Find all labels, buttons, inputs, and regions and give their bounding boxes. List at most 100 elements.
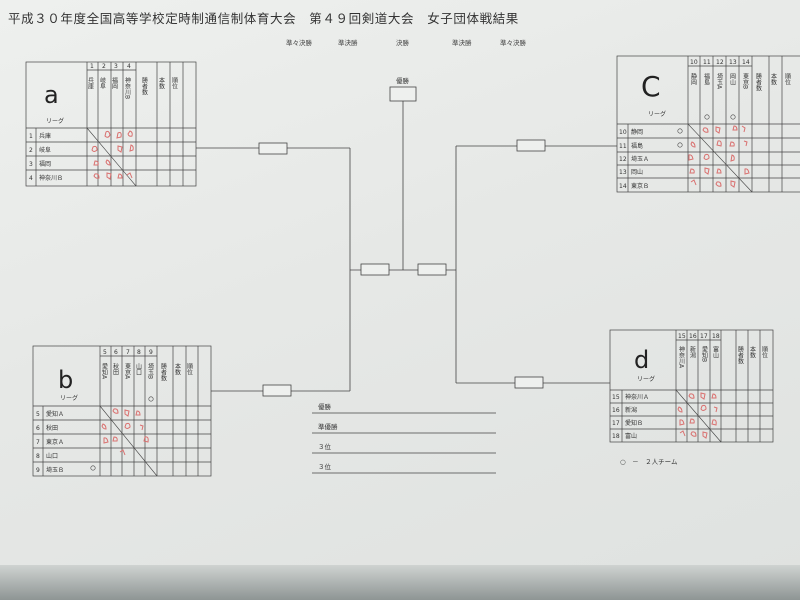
league-b-row-name: 愛知Ａ	[46, 410, 64, 418]
league-a-row-name: 神奈川Ｂ	[39, 174, 63, 182]
league-d-label: リーグ	[637, 375, 655, 383]
league-b-row-no: 8	[36, 453, 40, 460]
league-b-col-name: 山口	[135, 362, 142, 376]
league-d-row-name: 愛知Ｂ	[625, 419, 643, 427]
league-a-row-4: 4 神奈川Ｂ	[29, 174, 63, 182]
league-d-col-18: 18 富山	[712, 333, 720, 359]
league-d-row-16: 16 新潟	[612, 406, 637, 414]
league-c-col-name: 福島	[703, 72, 710, 86]
tournament-bracket	[196, 86, 617, 397]
league-b-col-name: 愛知A	[101, 362, 108, 380]
league-b-col-8: 8 山口	[135, 349, 142, 376]
two-person-team-mark	[730, 114, 736, 120]
two-person-team-mark	[90, 465, 96, 471]
league-b-row-name: 東京Ａ	[46, 438, 64, 446]
league-d-col-name: 愛知B	[701, 345, 708, 362]
round-label-right-quarterfinal: 準々決勝	[500, 39, 526, 47]
league-a-handwritten-marks	[91, 130, 134, 180]
league-a-col-name: 神奈川B	[124, 76, 131, 99]
result-third-place-label: ３位	[318, 463, 331, 471]
league-c-row-11: 11 福島	[619, 142, 683, 150]
league-b-row-name: 秋田	[46, 424, 58, 432]
league-c-col-12: 12 埼玉A	[716, 59, 724, 90]
league-c-table	[616, 55, 800, 193]
league-b-col-no: 9	[149, 349, 153, 356]
result-third-place-label: ３位	[318, 443, 331, 451]
league-d-row-15: 15 神奈川Ａ	[612, 393, 649, 401]
league-a-col-4: 4 神奈川B	[124, 63, 132, 99]
league-c-col-name: 埼玉A	[716, 72, 723, 90]
league-d-row-no: 16	[612, 407, 620, 414]
league-a-row-no: 2	[29, 147, 33, 154]
league-b-row-no: 7	[36, 439, 40, 446]
league-b-row-7: 7 東京Ａ	[36, 438, 64, 446]
league-b-row-5: 5 愛知Ａ	[36, 410, 64, 418]
two-person-team-mark	[677, 142, 683, 148]
league-c-label: リーグ	[648, 110, 666, 118]
league-b-row-no: 6	[36, 425, 40, 432]
page-title: 平成３０年度全国高等学校定時制通信制体育大会 第４９回剣道大会 女子団体戦結果	[8, 11, 519, 26]
results-lines	[312, 412, 496, 474]
league-a-row-3: 3 福岡	[29, 160, 51, 168]
league-b-col-no: 6	[114, 349, 118, 356]
league-d-header-points: 本数	[749, 345, 756, 359]
final-winner-label: 優勝	[396, 76, 410, 85]
league-d-col-no: 18	[712, 333, 720, 340]
league-c-col-no: 14	[742, 59, 750, 66]
league-a-col-no: 4	[127, 63, 131, 70]
league-a-row-no: 1	[29, 133, 33, 140]
league-c-col-no: 10	[690, 59, 698, 66]
league-a-header-rank: 順位	[171, 77, 178, 89]
league-d-handwritten-marks	[677, 392, 718, 439]
league-c-row-name: 福島	[631, 142, 643, 150]
league-c-row-name: 東京Ｂ	[631, 182, 649, 190]
league-d-row-18: 18 富山	[612, 432, 637, 440]
league-a-col-no: 1	[90, 63, 94, 70]
league-d-col-16: 16 新潟	[689, 333, 697, 359]
league-c-col-no: 13	[729, 59, 737, 66]
league-b-row-8: 8 山口	[36, 452, 58, 460]
league-c-row-no: 10	[619, 129, 627, 136]
two-person-team-mark	[704, 114, 710, 120]
league-c-row-no: 14	[619, 183, 627, 190]
league-c-row-no: 12	[619, 156, 627, 163]
league-c-col-11: 11 福島	[703, 59, 711, 86]
league-a-row-name: 兵庫	[39, 132, 51, 140]
league-b-col-5: 5 愛知A	[101, 349, 108, 380]
league-c-header-rank: 順位	[784, 73, 791, 85]
result-champion-label: 優勝	[318, 403, 331, 411]
league-a-col-name: 岐阜	[99, 76, 106, 90]
league-c-header-wins: 勝者数	[755, 72, 762, 92]
league-c-row-no: 13	[619, 169, 627, 176]
league-a-col-name: 福岡	[111, 76, 118, 90]
league-c-row-13: 13 岡山	[619, 168, 643, 176]
league-b-row-no: 5	[36, 411, 40, 418]
league-b-col-name: 秋田	[112, 362, 119, 376]
league-a-row-no: 3	[29, 161, 33, 168]
league-c-col-10: 10 静岡	[690, 59, 698, 86]
league-a-col-3: 3 福岡	[111, 63, 119, 90]
league-b-table	[32, 345, 212, 477]
league-c-letter: C	[641, 70, 661, 103]
league-d-col-no: 15	[678, 333, 686, 340]
league-d-header-rank: 順位	[761, 346, 768, 358]
league-d-col-17: 17 愛知B	[700, 333, 708, 362]
round-label-left-semifinal: 準決勝	[338, 39, 358, 47]
league-d-table	[609, 329, 774, 443]
league-c-col-13: 13 岡山	[729, 59, 737, 86]
league-c-row-10: 10 静岡	[619, 128, 683, 136]
league-a-row-name: 岐阜	[39, 146, 51, 154]
league-c-row-14: 14 東京Ｂ	[619, 182, 649, 190]
league-b-header-rank: 順位	[186, 363, 193, 375]
league-b-col-6: 6 秋田	[112, 349, 119, 376]
league-c-col-name: 静岡	[690, 72, 697, 86]
league-c-row-name: 埼玉Ａ	[631, 155, 649, 163]
league-a-row-no: 4	[29, 175, 33, 182]
league-b-label: リーグ	[60, 394, 78, 402]
league-c-col-no: 12	[716, 59, 724, 66]
league-b-letter: b	[58, 366, 73, 394]
league-a-row-name: 福岡	[39, 160, 51, 168]
league-b-header-wins: 勝者数	[160, 362, 167, 382]
league-d-col-name: 富山	[712, 345, 719, 359]
